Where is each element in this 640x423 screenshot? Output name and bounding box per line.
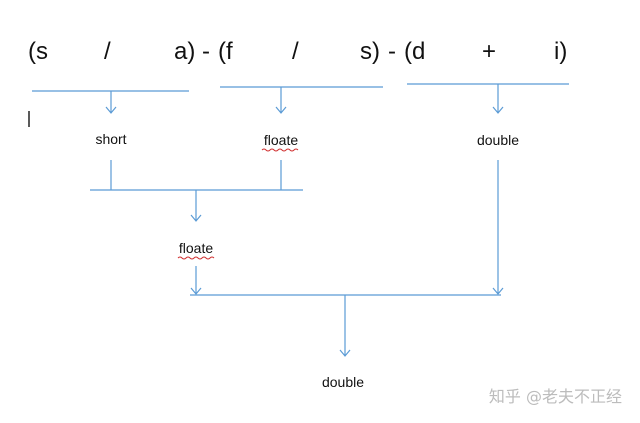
expression: (s / a) - (f / s) - (d + i) <box>28 38 567 65</box>
arrow-head <box>492 106 504 114</box>
token-minus-1: - <box>202 38 210 65</box>
token-open-d: (d <box>404 38 425 65</box>
node-floate-mid: floate <box>179 240 213 256</box>
token-i-close: i) <box>554 38 567 65</box>
node-double-bottom: double <box>322 374 364 390</box>
group-f-div-s <box>220 86 383 114</box>
watermark: 知乎 @老夫不正经 <box>489 387 622 406</box>
token-minus-2: - <box>388 38 396 65</box>
spellcheck-underline <box>177 256 215 260</box>
arrow-head <box>492 287 504 295</box>
merge-short-floate <box>90 160 303 222</box>
token-s-close: s) <box>360 38 380 65</box>
token-a-close: a) <box>174 38 195 65</box>
arrow-head <box>190 287 202 295</box>
node-floate-top: floate <box>264 132 298 148</box>
node-double-top: double <box>477 132 519 148</box>
token-open-f: (f <box>218 38 233 65</box>
group-d-plus-i <box>407 83 569 114</box>
merge-floate-double <box>190 160 504 357</box>
token-plus: + <box>482 38 496 65</box>
arrow-head <box>275 106 287 114</box>
group-s-div-a <box>32 90 189 114</box>
node-short: short <box>95 131 126 147</box>
token-divide-1: / <box>104 38 111 65</box>
arrow-head <box>105 106 117 114</box>
arrow-head <box>190 214 202 222</box>
token-open-s: (s <box>28 38 48 65</box>
spellcheck-underline <box>261 148 299 152</box>
arrow-head <box>339 349 351 357</box>
token-divide-2: / <box>292 38 299 65</box>
